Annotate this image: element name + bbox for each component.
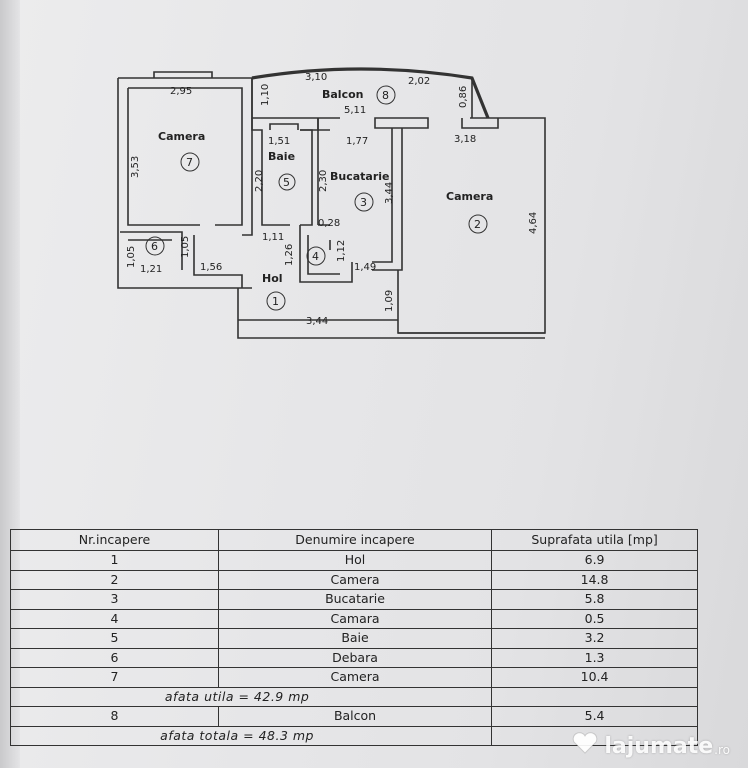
- watermark-brand: lajumate: [604, 733, 714, 759]
- wall-bucatarie: [317, 117, 429, 271]
- dim-label: 1,77: [346, 136, 368, 147]
- table-row: 6 Debara 1.3: [10, 647, 698, 668]
- room-name-camera-2: Camera: [446, 190, 493, 203]
- dim-label: 1,11: [262, 232, 284, 243]
- cell-nr: 3: [10, 589, 219, 610]
- floor-plan: Camera 7 Baie 5 Bucatarie 3 Camera 2 Bal…: [117, 67, 546, 339]
- cell-nr: 1: [10, 550, 219, 571]
- cell-area: 10.4: [491, 667, 698, 688]
- room-number-6: 6: [151, 240, 158, 253]
- room-name-balcon: Balcon: [322, 88, 364, 101]
- cell-area: 5.4: [491, 706, 698, 727]
- cell-area: 3.2: [491, 628, 698, 649]
- dim-label: 1,49: [354, 262, 376, 273]
- table-row: 4 Camara 0.5: [10, 608, 698, 629]
- dim-label: 2,02: [408, 76, 430, 87]
- dim-label: 2,20: [254, 170, 265, 192]
- cell-nr: 2: [10, 569, 219, 590]
- cell-name: Hol: [217, 550, 493, 571]
- cell-name: Camara: [217, 608, 493, 629]
- cell-name: Baie: [217, 628, 493, 649]
- dim-label: 1,09: [384, 290, 395, 312]
- sum-totala-row: afata totala = 48.3 mp: [9, 725, 698, 746]
- dim-label: 3,44: [306, 316, 328, 327]
- cell-area: 6.9: [491, 550, 698, 571]
- dim-label: 1,12: [336, 240, 347, 262]
- room-number-8: 8: [382, 89, 389, 102]
- dim-label: 3,10: [305, 72, 327, 83]
- dim-label: 1,05: [126, 246, 137, 268]
- dim-label: 1,56: [200, 262, 222, 273]
- dim-label: 4,64: [528, 212, 539, 234]
- dim-label: 1,51: [268, 136, 290, 147]
- watermark-suffix: .ro: [714, 743, 730, 757]
- dim-label: 1,10: [260, 84, 271, 106]
- sum-utila-text: afata utila = 42.9 mp: [164, 688, 310, 704]
- room-number-2: 2: [474, 218, 481, 231]
- header-area: Suprafata utila [mp]: [491, 529, 698, 551]
- dim-label: 3,18: [454, 134, 476, 145]
- dim-label: 3,44: [384, 182, 395, 204]
- room-name-hol: Hol: [262, 272, 283, 285]
- table-row: 1 Hol 6.9: [10, 550, 698, 571]
- cell-name: Camera: [217, 569, 493, 590]
- sum-utila-row: afata utila = 42.9 mp: [9, 686, 698, 707]
- cell-nr: 7: [10, 667, 219, 688]
- cell-area: 5.8: [491, 589, 698, 610]
- room-area-table: Nr.incapere Denumire incapere Suprafata …: [9, 529, 698, 746]
- watermark: lajumate.ro: [572, 732, 730, 760]
- cell-name: Camera: [217, 667, 493, 688]
- room-name-bucatarie: Bucatarie: [330, 170, 390, 183]
- cell-name: Bucatarie: [217, 589, 493, 610]
- sum-totala-text: afata totala = 48.3 mp: [160, 727, 314, 743]
- table-row: 7 Camera 10.4: [10, 667, 698, 688]
- heart-icon: [572, 732, 598, 760]
- cell-area: 1.3: [491, 647, 698, 668]
- table-row: 2 Camera 14.8: [10, 569, 698, 590]
- wall-hol: [237, 118, 545, 339]
- dim-label: 5,11: [344, 105, 366, 116]
- dim-label: 3,53: [130, 156, 141, 178]
- cell-name: Balcon: [217, 706, 493, 727]
- table-row: 3 Bucatarie 5.8: [10, 589, 698, 610]
- cell-area: 0.5: [491, 608, 698, 629]
- room-name-camera-7: Camera: [158, 130, 205, 143]
- cell-nr: 8: [10, 706, 219, 727]
- wall-camara: [299, 225, 353, 283]
- cell-nr: 6: [10, 647, 219, 668]
- table-header-row: Nr.incapere Denumire incapere Suprafata …: [10, 529, 698, 551]
- dim-label: 2,30: [318, 170, 329, 192]
- table-row: 5 Baie 3.2: [10, 628, 698, 649]
- dim-label: 1,26: [284, 244, 295, 266]
- dim-label: 0,28: [318, 218, 340, 229]
- dim-label: 0,86: [458, 86, 469, 108]
- room-name-baie: Baie: [268, 150, 295, 163]
- room-number-4: 4: [312, 250, 319, 263]
- cell-nr: 5: [10, 628, 219, 649]
- wall-baie: [251, 118, 313, 226]
- room-number-3: 3: [360, 196, 367, 209]
- cell-nr: 4: [10, 608, 219, 629]
- header-name: Denumire incapere: [217, 529, 493, 551]
- wall-balcon: [251, 67, 490, 119]
- table-row: 8 Balcon 5.4: [10, 706, 698, 727]
- room-number-5: 5: [283, 176, 290, 189]
- wall-camera-7: [117, 77, 253, 289]
- cell-name: Debara: [217, 647, 493, 668]
- dim-label: 2,95: [170, 86, 192, 97]
- dim-label: 1,21: [140, 264, 162, 275]
- room-number-1: 1: [272, 295, 279, 308]
- room-number-7: 7: [186, 156, 193, 169]
- header-nr: Nr.incapere: [10, 529, 219, 551]
- dim-label: 1,05: [180, 236, 191, 258]
- cell-area: 14.8: [491, 569, 698, 590]
